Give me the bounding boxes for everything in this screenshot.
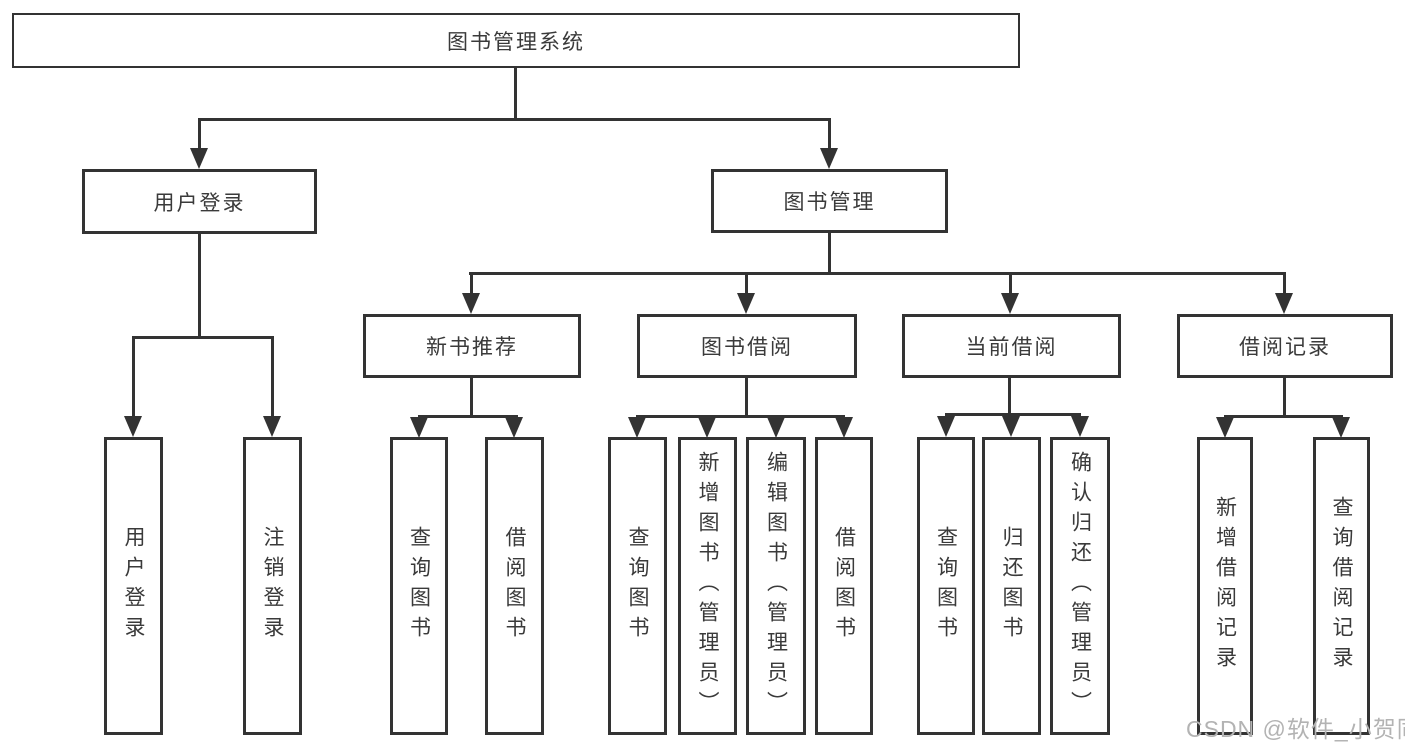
node-book-borrowing: 图书借阅	[637, 314, 857, 378]
arrowhead-icon	[1002, 416, 1020, 437]
node-label: 用户登录	[122, 526, 146, 646]
connector-line	[418, 415, 518, 418]
node-label: 借阅记录	[1239, 336, 1331, 359]
node-label: 编辑图书（管理员）	[764, 451, 788, 721]
node-label: 用户登录	[153, 191, 246, 215]
leaf-logout: 注销登录	[243, 437, 302, 735]
node-library-management-system: 图书管理系统	[12, 13, 1020, 68]
node-label: 注销登录	[261, 526, 285, 646]
connector-line	[514, 68, 517, 120]
leaf-borrowing-borrow-books: 借阅图书	[815, 437, 873, 735]
leaf-recommend-query-books: 查询图书	[390, 437, 448, 735]
node-label: 借阅图书	[832, 526, 856, 646]
connector-line	[470, 378, 473, 415]
connector-line	[271, 338, 274, 416]
arrowhead-icon	[1332, 417, 1350, 438]
leaf-return-books: 归还图书	[982, 437, 1041, 735]
leaf-edit-books-admin: 编辑图书（管理员）	[746, 437, 806, 735]
node-label: 查询图书	[626, 526, 650, 646]
arrowhead-icon	[190, 148, 208, 169]
arrowhead-icon	[1216, 417, 1234, 438]
connector-line	[745, 274, 748, 294]
connector-line	[1009, 274, 1012, 294]
connector-line	[636, 415, 845, 418]
arrowhead-icon	[1001, 293, 1019, 314]
node-label: 查询借阅记录	[1330, 496, 1354, 676]
connector-line	[828, 120, 831, 150]
node-borrowing-records: 借阅记录	[1177, 314, 1393, 378]
connector-line	[1283, 274, 1286, 294]
connector-line	[1008, 378, 1011, 413]
connector-line	[469, 272, 1286, 275]
arrowhead-icon	[1275, 293, 1293, 314]
node-label: 归还图书	[1000, 526, 1024, 646]
leaf-add-borrow-record: 新增借阅记录	[1197, 437, 1253, 735]
arrowhead-icon	[698, 417, 716, 438]
arrowhead-icon	[410, 417, 428, 438]
node-label: 新增图书（管理员）	[696, 451, 720, 721]
leaf-current-query-books: 查询图书	[917, 437, 975, 735]
node-label: 图书借阅	[701, 336, 793, 359]
arrowhead-icon	[505, 417, 523, 438]
arrowhead-icon	[124, 416, 142, 437]
node-label: 图书管理系统	[447, 30, 585, 54]
node-current-borrowing: 当前借阅	[902, 314, 1121, 378]
leaf-query-borrow-record: 查询借阅记录	[1313, 437, 1370, 735]
node-user-login: 用户登录	[82, 169, 317, 234]
connector-line	[470, 274, 473, 294]
arrowhead-icon	[767, 417, 785, 438]
node-label: 查询图书	[934, 526, 958, 646]
node-book-management: 图书管理	[711, 169, 948, 233]
connector-line	[1283, 378, 1286, 415]
arrowhead-icon	[937, 416, 955, 437]
csdn-watermark: CSDN @软件_小贺同学	[1186, 716, 1405, 742]
arrowhead-icon	[462, 293, 480, 314]
connector-line	[198, 118, 831, 121]
arrowhead-icon	[1071, 416, 1089, 437]
leaf-add-books-admin: 新增图书（管理员）	[678, 437, 737, 735]
connector-line	[945, 413, 1081, 416]
connector-line	[198, 234, 201, 336]
node-label: 确认归还（管理员）	[1068, 451, 1092, 721]
node-label: 新书推荐	[426, 336, 518, 359]
arrowhead-icon	[835, 417, 853, 438]
connector-line	[828, 233, 831, 272]
leaf-borrowing-query-books: 查询图书	[608, 437, 667, 735]
node-label: 借阅图书	[503, 526, 527, 646]
node-label: 图书管理	[783, 191, 876, 214]
node-label: 新增借阅记录	[1213, 496, 1237, 676]
connector-line	[132, 338, 135, 416]
arrowhead-icon	[263, 416, 281, 437]
node-label: 查询图书	[407, 526, 431, 646]
connector-line	[132, 336, 274, 339]
connector-line	[198, 120, 201, 150]
leaf-recommend-borrow-books: 借阅图书	[485, 437, 544, 735]
connector-line	[1224, 415, 1343, 418]
connector-line	[745, 378, 748, 415]
leaf-confirm-return-admin: 确认归还（管理员）	[1050, 437, 1110, 735]
node-new-book-recommendation: 新书推荐	[363, 314, 581, 378]
arrowhead-icon	[820, 148, 838, 169]
leaf-user-login: 用户登录	[104, 437, 163, 735]
arrowhead-icon	[737, 293, 755, 314]
node-label: 当前借阅	[965, 336, 1058, 359]
arrowhead-icon	[628, 417, 646, 438]
